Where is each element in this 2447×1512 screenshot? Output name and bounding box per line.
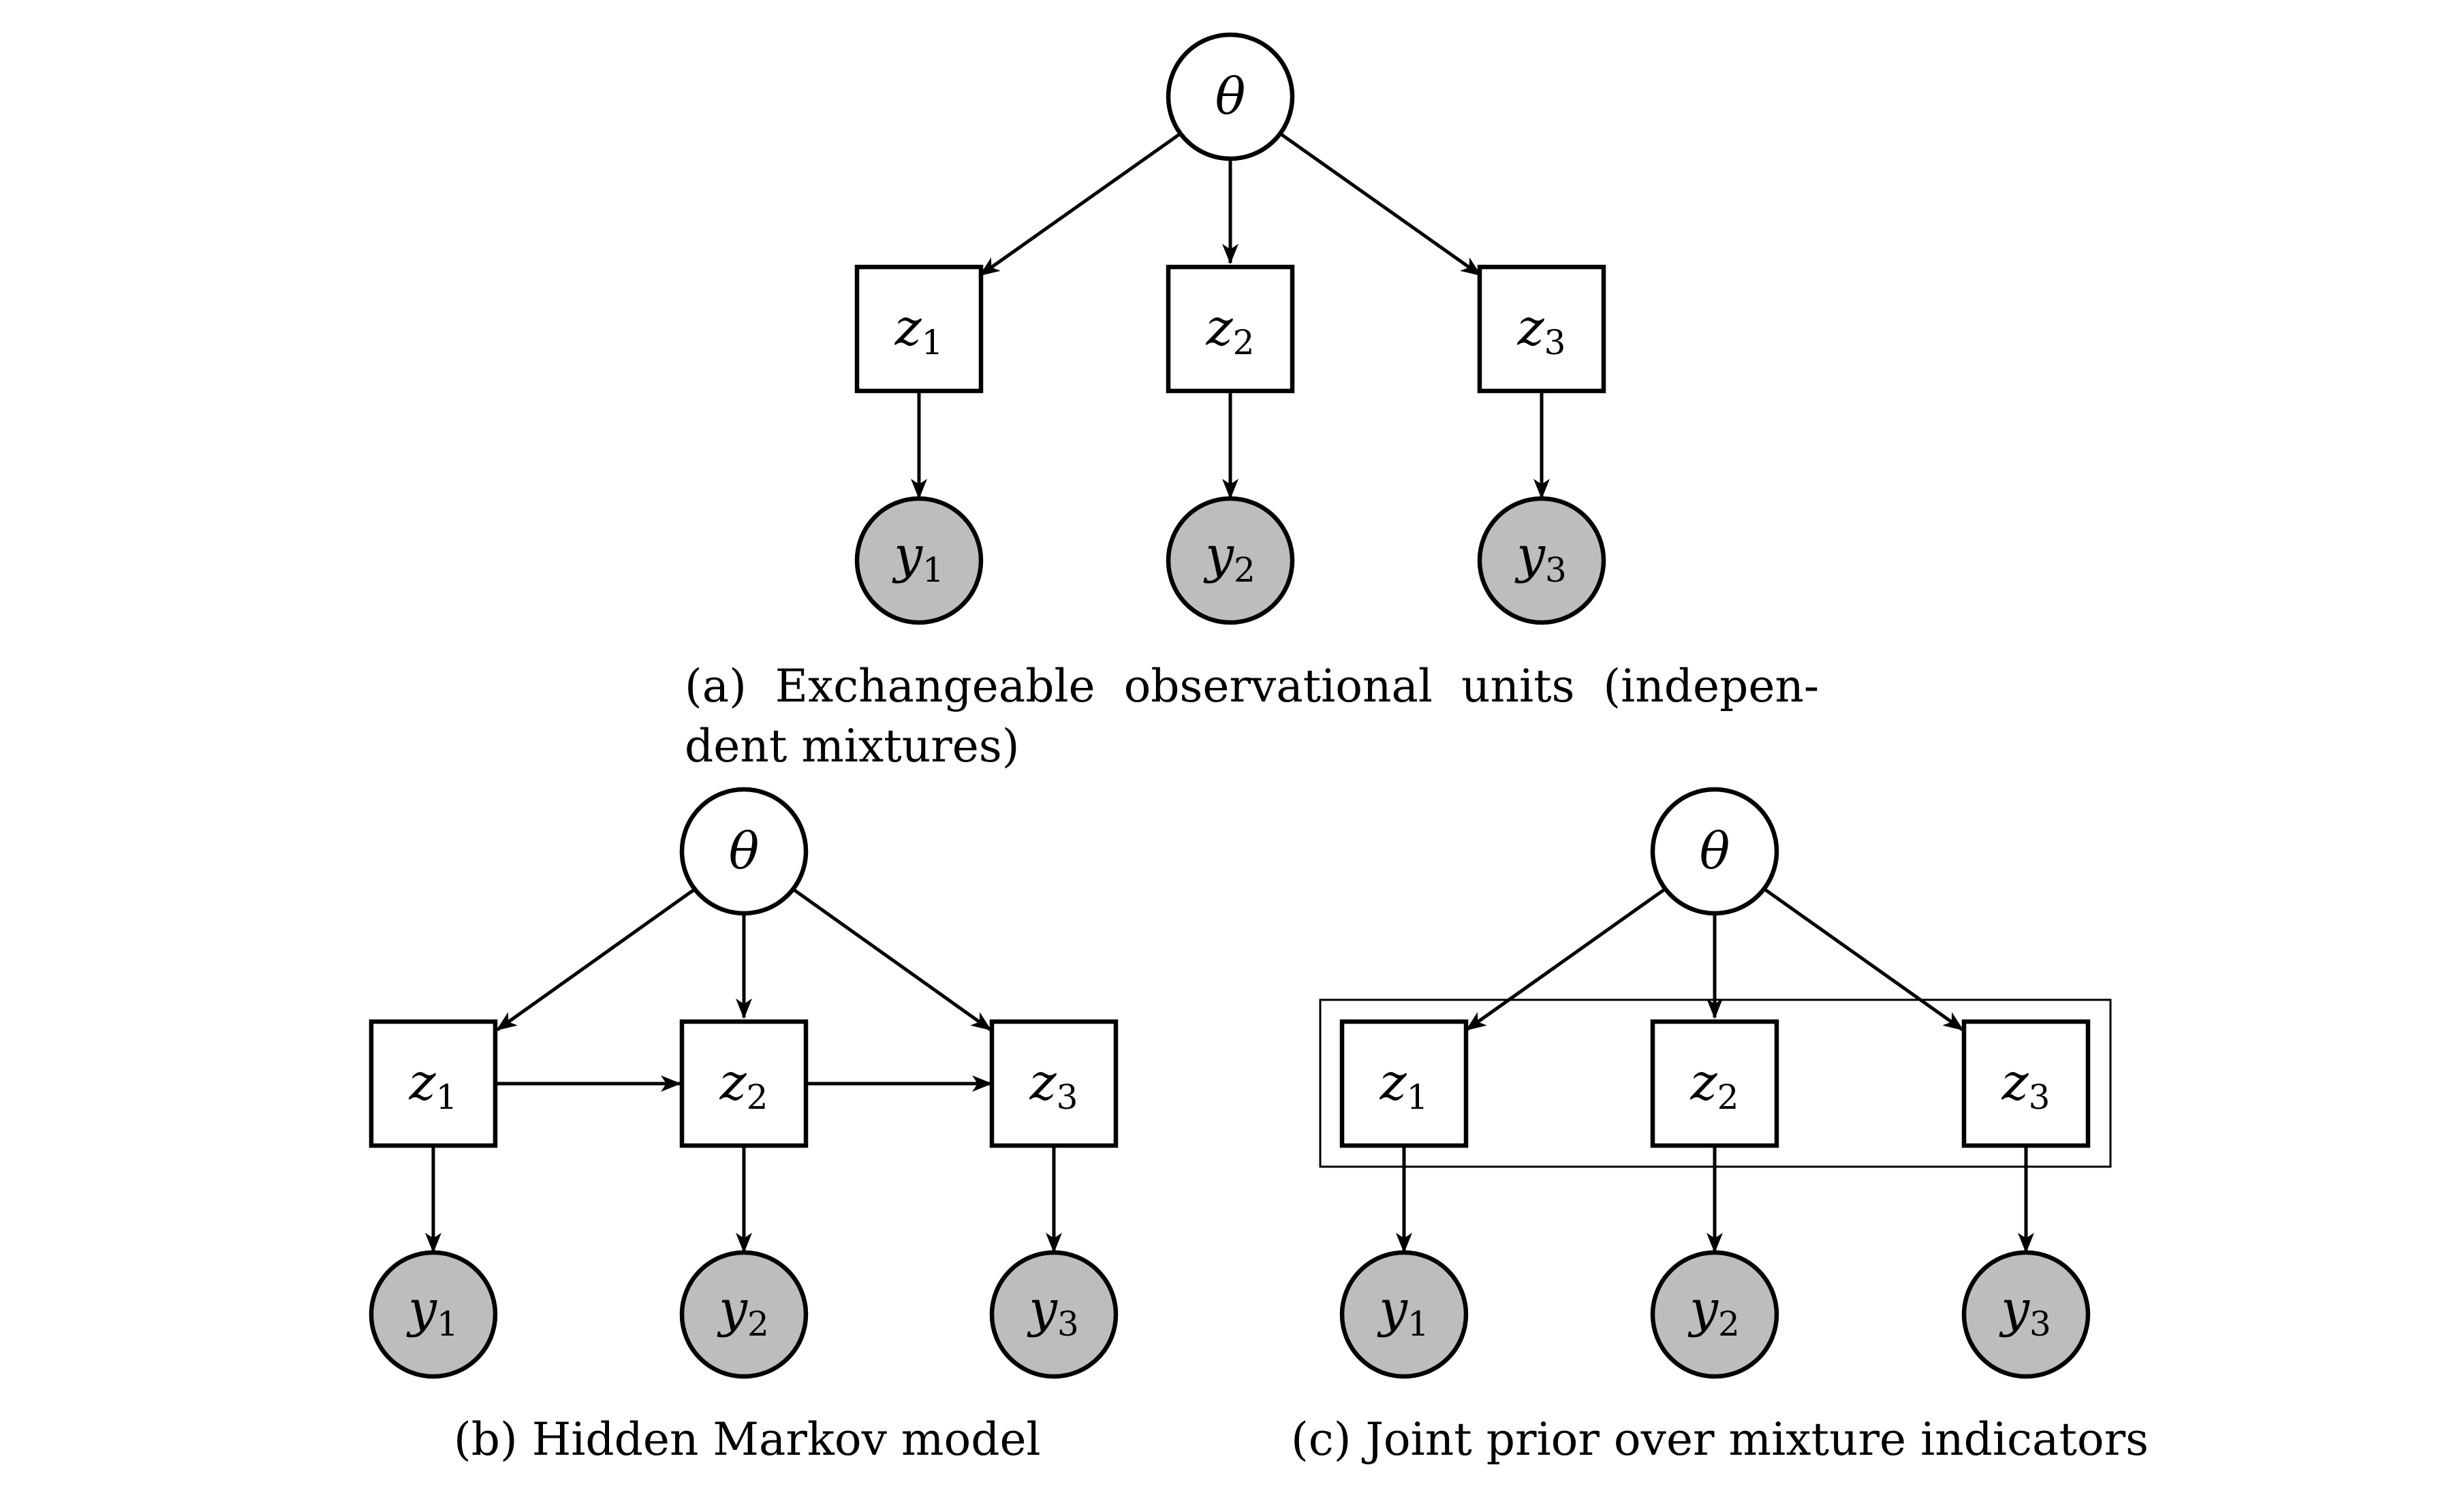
y1-node: y1 [854, 496, 984, 625]
svg-text:y3: y3 [1999, 1280, 2051, 1344]
caption-panel-a-line1: (a) Exchangeable observational units (in… [685, 660, 1820, 712]
y1-node: y1 [369, 1250, 498, 1379]
svg-text:y1: y1 [406, 1280, 458, 1344]
z1-node: z1 [854, 264, 984, 394]
svg-text:z3: z3 [1517, 298, 1566, 362]
panel-b: θ z1 z2 z3 y1 y2 y3 [369, 787, 1119, 1379]
svg-text:y1: y1 [892, 526, 944, 590]
panel-a: θ z1 z2 z3 y1 y2 y3 [854, 32, 1606, 625]
svg-text:z1: z1 [1380, 1053, 1429, 1117]
z1-node: z1 [369, 1019, 498, 1148]
z2-node: z2 [1166, 264, 1295, 394]
theta-label: θ [729, 822, 760, 881]
svg-text:z2: z2 [719, 1053, 768, 1117]
z3-node: z3 [1961, 1019, 2091, 1148]
z3-node: z3 [989, 1019, 1119, 1148]
y2-node: y2 [1650, 1250, 1779, 1379]
edge-theta-z1 [979, 131, 1182, 277]
theta-node: θ [679, 787, 809, 916]
theta-label: θ [1215, 67, 1246, 126]
z2-node: z2 [1650, 1019, 1779, 1148]
svg-text:z1: z1 [894, 298, 944, 362]
caption-panel-a-line2: dent mixtures) [685, 720, 1020, 772]
edge-theta-z3 [1279, 131, 1482, 277]
panel-c: θ z1 z2 z3 y1 y2 y3 [1319, 787, 2112, 1379]
svg-text:y1: y1 [1377, 1280, 1429, 1344]
edge-theta-z3 [790, 886, 992, 1032]
z2-node: z2 [679, 1019, 809, 1148]
svg-text:z3: z3 [1029, 1053, 1078, 1117]
caption-panel-b: (b) Hidden Markov model [454, 1413, 1041, 1466]
svg-text:z2: z2 [1690, 1053, 1739, 1117]
edge-theta-z1 [1465, 886, 1668, 1032]
svg-text:y3: y3 [1027, 1280, 1079, 1344]
svg-text:y2: y2 [1203, 526, 1256, 590]
svg-text:z3: z3 [2001, 1053, 2051, 1117]
y3-node: y3 [1477, 496, 1606, 625]
svg-text:z2: z2 [1206, 298, 1255, 362]
y2-node: y2 [679, 1250, 809, 1379]
edge-theta-z3 [1762, 886, 1964, 1032]
svg-text:y2: y2 [717, 1280, 769, 1344]
z1-node: z1 [1339, 1019, 1469, 1148]
theta-node: θ [1650, 787, 1779, 916]
z3-node: z3 [1477, 264, 1606, 394]
y1-node: y1 [1339, 1250, 1469, 1379]
edge-theta-z1 [496, 886, 698, 1032]
theta-label: θ [1700, 822, 1730, 881]
svg-text:y3: y3 [1514, 526, 1567, 590]
caption-panel-c: (c) Joint prior over mixture indicators [1291, 1413, 2149, 1466]
svg-text:y2: y2 [1687, 1280, 1740, 1344]
y3-node: y3 [1961, 1250, 2091, 1379]
svg-text:z1: z1 [409, 1053, 458, 1117]
caption-panel-a: (a) Exchangeable observational units (in… [685, 657, 1819, 776]
y2-node: y2 [1166, 496, 1295, 625]
theta-node: θ [1166, 32, 1295, 161]
y3-node: y3 [989, 1250, 1119, 1379]
